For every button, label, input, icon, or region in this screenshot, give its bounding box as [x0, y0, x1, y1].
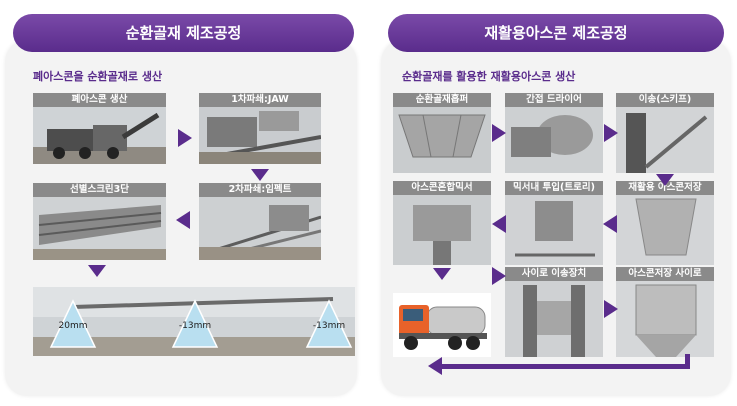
mixer-photo — [393, 195, 491, 265]
step-label: 순환골재홉퍼 — [393, 93, 491, 107]
truck-machinery-photo — [33, 107, 166, 164]
dryer-photo — [505, 107, 603, 173]
arrow-right-icon — [604, 124, 618, 142]
arrow-left-icon — [176, 211, 190, 229]
step-truck — [393, 293, 491, 357]
step-skip-transfer: 이송(스키프) — [616, 93, 714, 173]
arrow-down-icon — [433, 268, 451, 280]
left-panel-title: 순환골재 제조공정 — [13, 14, 354, 52]
return-line-up — [685, 354, 690, 369]
step-secondary-crush-impact: 2차파쇄:임펙트 — [199, 183, 321, 260]
step-label: 이송(스키프) — [616, 93, 714, 107]
arrow-right-icon — [604, 300, 618, 318]
step-label: 아스콘혼합믹서 — [393, 181, 491, 195]
arrow-right-icon — [492, 124, 506, 142]
step-label: 선별스크린3단 — [33, 183, 166, 197]
step-indirect-dryer: 간접 드라이어 — [505, 93, 603, 173]
stockpile-sizes-photo: 20mm -13mm -13mm — [33, 287, 355, 356]
left-subtitle: 폐아스콘을 순환골재로 생산 — [33, 70, 163, 83]
silo-photo — [616, 281, 714, 357]
step-label: 폐아스콘 생산 — [33, 93, 166, 107]
right-subtitle: 순환골재를 활용한 재활용아스콘 생산 — [402, 70, 576, 83]
stockpiles-scene — [33, 287, 355, 356]
step-label: 2차파쇄:임펙트 — [199, 183, 321, 197]
arrow-down-icon — [251, 169, 269, 181]
impact-crusher-photo — [199, 197, 321, 260]
step-silo-conveyor: 사이로 이송장치 — [505, 267, 603, 357]
step-label: 사이로 이송장치 — [505, 267, 603, 281]
step-label: 1차파쇄:JAW — [199, 93, 321, 107]
arrow-right-icon — [492, 267, 506, 285]
screen-photo — [33, 197, 166, 260]
step-primary-crush-jaw: 1차파쇄:JAW — [199, 93, 321, 164]
return-line — [440, 364, 690, 369]
arrow-down-icon — [88, 265, 106, 277]
size-label-20mm: 20mm — [58, 321, 88, 331]
step-screen-3stage: 선별스크린3단 — [33, 183, 166, 260]
trolley-photo — [505, 195, 603, 265]
tanker-truck-icon — [399, 305, 487, 350]
storage-photo — [616, 195, 714, 265]
skip-photo — [616, 107, 714, 173]
step-ascon-mixer: 아스콘혼합믹서 — [393, 181, 491, 265]
arrow-right-icon — [178, 129, 192, 147]
step-trolley-feed: 믹서내 투입(트로리) — [505, 181, 603, 265]
step-label: 믹서내 투입(트로리) — [505, 181, 603, 195]
silo-conveyor-photo — [505, 281, 603, 357]
step-waste-ascon: 폐아스콘 생산 — [33, 93, 166, 164]
jaw-crusher-photo — [199, 107, 321, 164]
size-label-13mm-b: -13mm — [312, 321, 346, 331]
size-label-13mm-a: -13mm — [178, 321, 212, 331]
arrow-left-icon — [492, 215, 506, 233]
step-label: 아스콘저장 사이로 — [616, 267, 714, 281]
step-recycled-storage: 재활용 아스콘저장 — [616, 181, 714, 265]
arrow-down-icon — [656, 174, 674, 186]
arrow-left-icon — [428, 357, 442, 375]
step-ascon-silo: 아스콘저장 사이로 — [616, 267, 714, 357]
step-label: 재활용 아스콘저장 — [616, 181, 714, 195]
hopper-photo — [393, 107, 491, 173]
step-aggregate-hopper: 순환골재홉퍼 — [393, 93, 491, 173]
arrow-left-icon — [603, 215, 617, 233]
step-label: 간접 드라이어 — [505, 93, 603, 107]
right-panel-title: 재활용아스콘 제조공정 — [388, 14, 724, 52]
